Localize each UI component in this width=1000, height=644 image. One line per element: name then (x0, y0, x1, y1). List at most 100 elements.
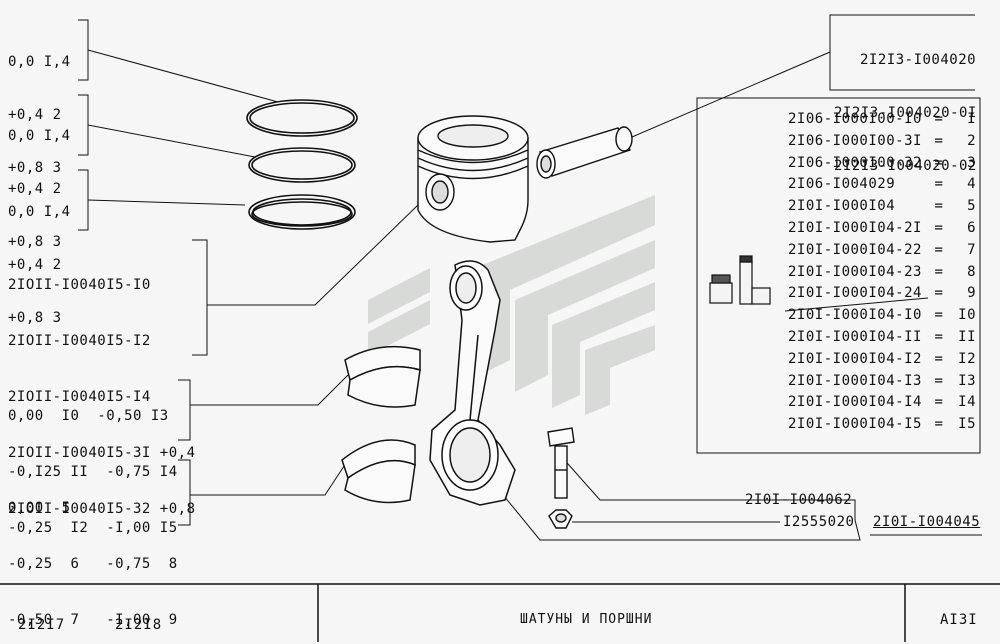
ring-set-3-line-3: +0,8 3 (8, 310, 62, 326)
kit-box-icon (709, 255, 771, 305)
kit-row-sep: = (934, 394, 944, 411)
bearing-a-line-2: -0,I25 II -0,75 I4 (8, 464, 178, 480)
connecting-rod (429, 260, 516, 506)
kit-row-code: 2I0I-I000I04-II (788, 328, 922, 345)
kit-row-code: 2I0I-I000I04-I0 (788, 307, 922, 324)
kit-row: 2I0I-I000I04-II = II (788, 329, 976, 351)
kit-row-index: 4 (967, 176, 976, 193)
ring-brackets (78, 14, 982, 541)
kit-row: 2I06-I000I00-32=3 (788, 155, 976, 177)
piston-code-4: 2IOII-I0040I5-3I +0,4 (8, 445, 196, 461)
piston-code-2: 2IOII-I0040I5-I2 (8, 333, 151, 349)
kit-row-index: I5 (958, 416, 976, 433)
kit-row: 2I0I-I000I04-24 = 9 (788, 285, 976, 307)
kit-row-code: 2I0I-I000I04-I2 (788, 350, 922, 367)
model-a: 2I2I7 (18, 617, 66, 633)
kit-row-index: 3 (967, 154, 976, 171)
kit-row-sep: = (934, 307, 944, 324)
page-number: AI3I (940, 612, 978, 628)
kit-row-sep: = (934, 111, 944, 127)
kit-row: 2I06-I000I00-I0 = I (788, 111, 976, 133)
kit-row-index: II (958, 328, 976, 345)
bearing-set-a: 0,00 I0 -0,50 I3 -0,I25 II -0,75 I4 -0,2… (8, 376, 178, 552)
kit-row: 2I0I-I000I04-I2=I2 (788, 351, 976, 373)
kit-row-sep: = (934, 176, 944, 193)
kit-row-code: 2I0I-I000I04-2I (788, 219, 922, 236)
kit-row: 2I0I-I000I04-2I = 6 (788, 220, 976, 242)
piston-pin (536, 126, 633, 179)
ring-set-3-line-1: 0,0 I,4 (8, 204, 71, 220)
piston-codes: 2IOII-I0040I5-I0 2IOII-I0040I5-I2 2IOII-… (8, 245, 196, 533)
piston-code-5: 2IOII-I0040I5-32 +0,8 (8, 501, 196, 517)
kit-row-sep: = (934, 263, 944, 280)
ring-set-2: 0,0 I,4 +0,4 2 +0,8 3 (8, 96, 71, 266)
kit-row-code: 2I06-I000I00-32 (788, 154, 922, 171)
kit-row: 2I0I-I000I04 = 5 (788, 198, 976, 220)
nut-code: I2555020 (783, 514, 855, 530)
kit-row: 2I06-I000I00-3I = 2 (788, 133, 976, 155)
model-b: 2I2I8 (115, 617, 163, 633)
pin-codes: 2I2I3-I004020 2I2I3-I004020-0I 2I2I3-I00… (834, 20, 977, 190)
kit-row: 2I0I-I000I04-I0 = I0 (788, 307, 976, 329)
ring-set-1-line-1: 0,0 I,4 (8, 54, 71, 70)
ring-set-3-line-2: +0,4 2 (8, 257, 62, 273)
piston-code-3: 2IOII-I0040I5-I4 (8, 389, 151, 405)
bearing-a-line-1: 0,00 I0 -0,50 I3 (8, 408, 169, 424)
kit-row-code: 2I0I-I000I04-23 (788, 263, 922, 280)
kit-row-index: I2 (958, 350, 976, 367)
pin-code-1: 2I2I3-I004020 (860, 52, 977, 68)
kit-row-index: 7 (967, 241, 976, 258)
kit-row-index: 9 (967, 285, 976, 302)
ring-set-2-line-2: +0,4 2 (8, 181, 62, 197)
ring-set-2-line-3: +0,8 3 (8, 234, 62, 250)
kit-row-index: 2 (967, 132, 976, 149)
bolt-code: 2I0I-I004062 (745, 492, 853, 508)
kit-row-code: 2I0I-I000I04 (788, 198, 896, 215)
kit-row-sep: = (934, 241, 944, 258)
kit-row-sep: = (934, 198, 944, 215)
kit-row-code: 2I0I-I000I04-I3 (788, 372, 922, 389)
rod-bolt (547, 427, 575, 499)
rod-nut (548, 509, 573, 529)
bearing-b-line-3: -0,50 7 -I,00 9 (8, 612, 178, 628)
kit-row-sep: = (934, 285, 944, 302)
watermark-emblem (368, 195, 655, 415)
kit-row-index: I (967, 111, 976, 127)
pin-code-2: 2I2I3-I004020-0I (834, 105, 977, 121)
ring-set-3: 0,0 I,4 +0,4 2 +0,8 3 (8, 172, 71, 342)
kit-row-code: 2I0I-I000I04-22 (788, 241, 922, 258)
bearing-shells (341, 345, 421, 504)
kit-row-sep: = (934, 219, 944, 236)
piston (417, 115, 529, 243)
kit-row: 2I0I-I000I04-23 = 8 (788, 264, 976, 286)
bearing-a-line-3: -0,25 I2 -I,00 I5 (8, 520, 178, 536)
kit-row-code: 2I06-I000I00-I0 (788, 111, 922, 127)
kit-row-index: I3 (958, 372, 976, 389)
kit-row-index: 8 (967, 263, 976, 280)
kit-row-sep: = (934, 328, 944, 345)
kit-row-code: 2I0I-I000I04-24 (788, 285, 922, 302)
kit-row-code: 2I06-I000I00-3I (788, 132, 922, 149)
piston-rings (246, 99, 358, 230)
page-title: ШАТУНЫ И ПОРШНИ (520, 612, 653, 627)
ring-set-1-line-3: +0,8 3 (8, 160, 62, 176)
kit-row-sep: = (934, 416, 944, 433)
bearing-set-b: 0,00 5 -0,25 6 -0,75 8 -0,50 7 -I,00 9 (8, 468, 178, 644)
rod-code: 2I0I-I004045 (873, 514, 981, 530)
ring-set-1: 0,0 I,4 +0,4 2 +0,8 3 (8, 22, 71, 192)
kit-row-code: 2I06-I004029 (788, 176, 896, 193)
bearing-b-line-2: -0,25 6 -0,75 8 (8, 556, 178, 572)
kit-row-index: 6 (967, 219, 976, 236)
kit-row: 2I0I-I000I04-22 = 7 (788, 242, 976, 264)
piston-code-1: 2IOII-I0040I5-I0 (8, 277, 151, 293)
kit-row-sep: = (934, 372, 944, 389)
kit-row-code: 2I0I-I000I04-I4 (788, 394, 922, 411)
kit-row-sep: = (934, 132, 944, 149)
kit-row-index: I4 (958, 394, 976, 411)
title-block-frame (0, 583, 1000, 642)
kit-row: 2I0I-I000I04-I3 = I3 (788, 373, 976, 395)
kit-row-index: 5 (967, 198, 976, 215)
kit-row: 2I0I-I000I04-I4 = I4 (788, 394, 976, 416)
kit-row-index: I0 (958, 307, 976, 324)
